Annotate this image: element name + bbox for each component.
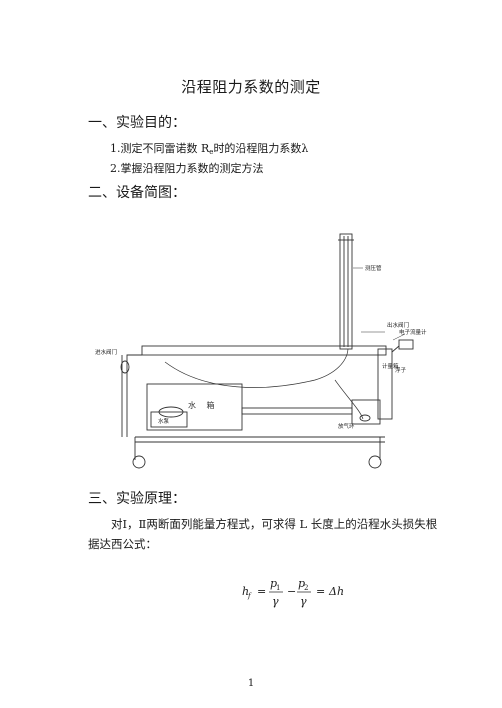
formula-gamma-1: γ bbox=[272, 595, 279, 608]
formula-delta-h: Δh bbox=[328, 585, 344, 598]
svg-text:−: − bbox=[287, 585, 296, 598]
metering-tank bbox=[377, 348, 393, 420]
formula-p1: p bbox=[270, 577, 277, 590]
page-number: 1 bbox=[247, 678, 255, 689]
section-heading-purpose: 一、实验目的： bbox=[88, 115, 186, 131]
label-manometer: 测压管 bbox=[365, 264, 382, 272]
section-heading-principle: 三、实验原理： bbox=[88, 491, 186, 507]
flowmeter bbox=[398, 339, 414, 350]
purpose-item-1-text: 1.测定不同雷诺数 R bbox=[110, 142, 210, 155]
air-valve bbox=[359, 414, 371, 422]
reynolds-subscript: e bbox=[209, 148, 214, 156]
purpose-item-1-tail: 时的沿程阻力系数λ bbox=[213, 142, 309, 155]
section-heading-equipment: 二、设备简图： bbox=[88, 185, 186, 201]
label-water-tank: 水 箱 bbox=[188, 400, 219, 410]
formula-hf-sub: f bbox=[247, 592, 252, 600]
left-wheel bbox=[132, 455, 146, 469]
right-wheel bbox=[368, 455, 382, 469]
label-metering-tank: 计量箱 bbox=[382, 362, 399, 370]
svg-text:=: = bbox=[316, 585, 325, 598]
label-inlet-valve: 进水阀门 bbox=[95, 348, 117, 356]
formula-p2-sub: 2 bbox=[304, 584, 308, 592]
label-pump: 水泵 bbox=[158, 417, 170, 425]
purpose-item-1: 1.测定不同雷诺数 Re时的沿程阻力系数λ bbox=[110, 140, 308, 156]
label-flowmeter: 电子流量计 bbox=[399, 328, 427, 336]
purpose-item-2: 2.掌握沿程阻力系数的测定方法 bbox=[110, 162, 264, 175]
label-float: 浮子 bbox=[395, 366, 407, 374]
svg-text:=: = bbox=[257, 585, 266, 598]
principle-paragraph: 对Ⅰ，Ⅱ两断面列能量方程式，可求得 L 长度上的沿程水头损失根据达西公式： bbox=[88, 517, 438, 551]
pump bbox=[150, 411, 188, 428]
page-title: 沿程阻力系数的测定 bbox=[181, 78, 321, 96]
darcy-formula: h f = p 1 γ − p 2 γ = Δh bbox=[242, 577, 344, 608]
inlet-valve bbox=[120, 360, 130, 374]
label-outlet-valve: 出水阀门 bbox=[387, 321, 409, 329]
label-air-valve: 放气环 bbox=[338, 422, 355, 430]
formula-gamma-2: γ bbox=[300, 595, 307, 608]
formula-p2: p bbox=[298, 577, 305, 590]
water-tank bbox=[146, 383, 243, 431]
equipment-diagram: 测压管 出水阀门 电子流量计 进水阀门 计量箱 浮子 水 箱 水泵 放气环 bbox=[95, 233, 427, 469]
formula-p1-sub: 1 bbox=[276, 584, 280, 592]
formula-hf: h bbox=[242, 585, 249, 598]
manometer-tube bbox=[339, 233, 353, 350]
